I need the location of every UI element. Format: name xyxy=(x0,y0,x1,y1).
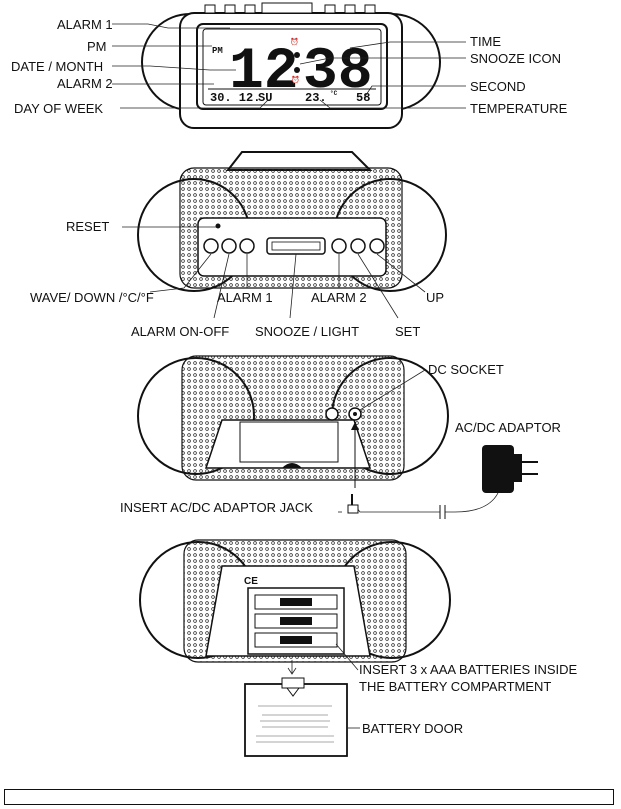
label-reset: RESET xyxy=(66,219,109,234)
wave-down-button[interactable] xyxy=(203,238,219,254)
top-view: RESET WAVE/ DOWN /°C/°F ALARM 1 ALARM 2 … xyxy=(30,151,447,339)
label-alarm1-btn: ALARM 1 xyxy=(217,290,273,305)
top-button xyxy=(324,4,336,14)
label-time: TIME xyxy=(470,34,501,49)
insert-arrow xyxy=(287,660,297,675)
label-second: SECOND xyxy=(470,79,526,94)
lcd-temperature: 23. xyxy=(305,91,327,105)
front-callout-lines xyxy=(112,23,466,109)
battery-view: CE INSERT 3 x AAA BATTERIES INSIDE THE B… xyxy=(139,539,578,757)
label-pm: PM xyxy=(87,39,107,54)
lcd-screen xyxy=(202,28,382,106)
label-adaptor: AC/DC ADAPTOR xyxy=(455,420,561,435)
label-battery-door: BATTERY DOOR xyxy=(362,721,463,736)
up-button[interactable] xyxy=(369,238,385,254)
lcd-pm: PM xyxy=(212,46,223,56)
door-latch xyxy=(281,677,305,689)
set-button[interactable] xyxy=(350,238,366,254)
lcd-hour: 12 xyxy=(229,40,299,105)
alarm-on-off-button[interactable] xyxy=(221,238,237,254)
top-button xyxy=(364,4,376,14)
battery-1 xyxy=(280,598,312,606)
top-button xyxy=(204,4,216,14)
back-view: DC SOCKET AC/DC ADAPTOR INSERT AC/DC ADA… xyxy=(120,355,561,519)
lcd-minute: 38 xyxy=(303,40,373,105)
label-batteries-line1: INSERT 3 x AAA BATTERIES INSIDE xyxy=(359,662,578,677)
colon-dot xyxy=(294,67,300,73)
stand-notch xyxy=(282,463,302,468)
label-snooze-icon: SNOOZE ICON xyxy=(470,51,561,66)
footer-box xyxy=(4,789,614,805)
label-day-of-week: DAY OF WEEK xyxy=(14,101,103,116)
top-snooze-bar xyxy=(261,2,313,14)
label-wave-down: WAVE/ DOWN /°C/°F xyxy=(30,290,154,305)
label-alarm-on-off: ALARM ON-OFF xyxy=(131,324,229,339)
adaptor-body xyxy=(482,445,514,493)
alarm1-button[interactable] xyxy=(239,238,255,254)
label-alarm2: ALARM 2 xyxy=(57,76,113,91)
label-snooze-light: SNOOZE / LIGHT xyxy=(255,324,359,339)
top-button xyxy=(244,4,256,14)
label-temperature: TEMPERATURE xyxy=(470,101,568,116)
label-dc-socket: DC SOCKET xyxy=(428,362,504,377)
stand-recess xyxy=(239,421,339,463)
snooze-light-inner xyxy=(271,241,321,251)
front-view: PM 12 ⏰ ⏰ 38 30. 12. SU 23. °C 58 ALARM … xyxy=(11,2,568,129)
battery-door xyxy=(244,683,348,757)
battery-2 xyxy=(280,617,312,625)
top-button xyxy=(224,4,236,14)
top-handle xyxy=(225,151,373,171)
adaptor-cable xyxy=(356,507,440,513)
lcd-weekday: SU xyxy=(258,91,272,105)
battery-callout-lines xyxy=(335,643,360,729)
door-latch-arrow xyxy=(286,687,300,697)
lcd-temp-unit: °C xyxy=(330,90,338,97)
label-alarm1: ALARM 1 xyxy=(57,17,113,32)
adaptor-plug-base xyxy=(514,454,522,482)
label-up: UP xyxy=(426,290,444,305)
top-callout-lines xyxy=(122,226,426,319)
antenna-jack xyxy=(325,407,339,421)
dc-socket-pin xyxy=(353,412,357,416)
adaptor-jack xyxy=(347,504,359,514)
snooze-light-button[interactable] xyxy=(266,237,326,255)
label-alarm2-btn: ALARM 2 xyxy=(311,290,367,305)
insert-arrow xyxy=(351,422,359,430)
ce-mark: CE xyxy=(244,576,258,587)
colon-dot xyxy=(294,52,300,58)
top-button xyxy=(344,4,356,14)
adaptor-cable xyxy=(445,492,499,513)
label-date-month: DATE / MONTH xyxy=(11,59,103,74)
back-callout-lines xyxy=(338,369,426,513)
battery-3 xyxy=(280,636,312,644)
reset-hole[interactable] xyxy=(215,223,221,229)
alarm2-icon: ⏰ xyxy=(291,75,300,84)
alarm1-icon: ⏰ xyxy=(290,37,299,46)
label-set: SET xyxy=(395,324,420,339)
alarm2-button[interactable] xyxy=(331,238,347,254)
label-batteries-line2: THE BATTERY COMPARTMENT xyxy=(359,679,551,694)
label-insert-jack: INSERT AC/DC ADAPTOR JACK xyxy=(120,500,313,515)
lcd-second: 58 xyxy=(356,91,370,105)
lcd-date: 30. 12. xyxy=(210,91,260,105)
